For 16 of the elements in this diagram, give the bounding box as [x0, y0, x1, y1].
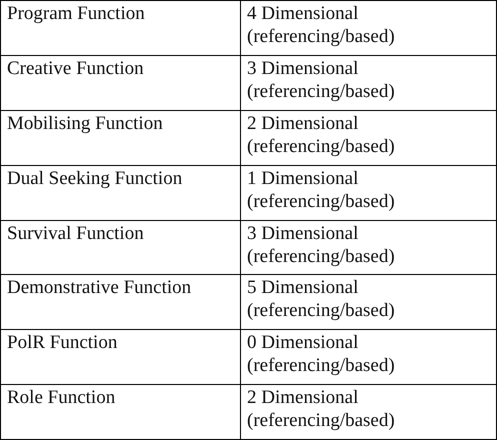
function-name: Creative Function [1, 56, 241, 111]
function-name: Role Function [1, 385, 241, 440]
function-name: Dual Seeking Function [1, 166, 241, 221]
dimension-description: 5 Dimensional (referencing/based) [241, 275, 497, 330]
dimension-description: 2 Dimensional (referencing/based) [241, 385, 497, 440]
function-name: Program Function [1, 1, 241, 56]
dimension-description: 3 Dimensional (referencing/based) [241, 56, 497, 111]
function-name: Demonstrative Function [1, 275, 241, 330]
function-name: Survival Function [1, 220, 241, 276]
dimension-description: 2 Dimensional (referencing/based) [241, 110, 497, 166]
dimension-description: 3 Dimensional (referencing/based) [241, 220, 497, 276]
dimension-description: 0 Dimensional (referencing/based) [241, 330, 497, 386]
dimension-description: 4 Dimensional (referencing/based) [241, 1, 497, 56]
function-name: PolR Function [1, 330, 241, 386]
function-name: Mobilising Function [1, 110, 241, 166]
dimension-description: 1 Dimensional (referencing/based) [241, 166, 497, 221]
